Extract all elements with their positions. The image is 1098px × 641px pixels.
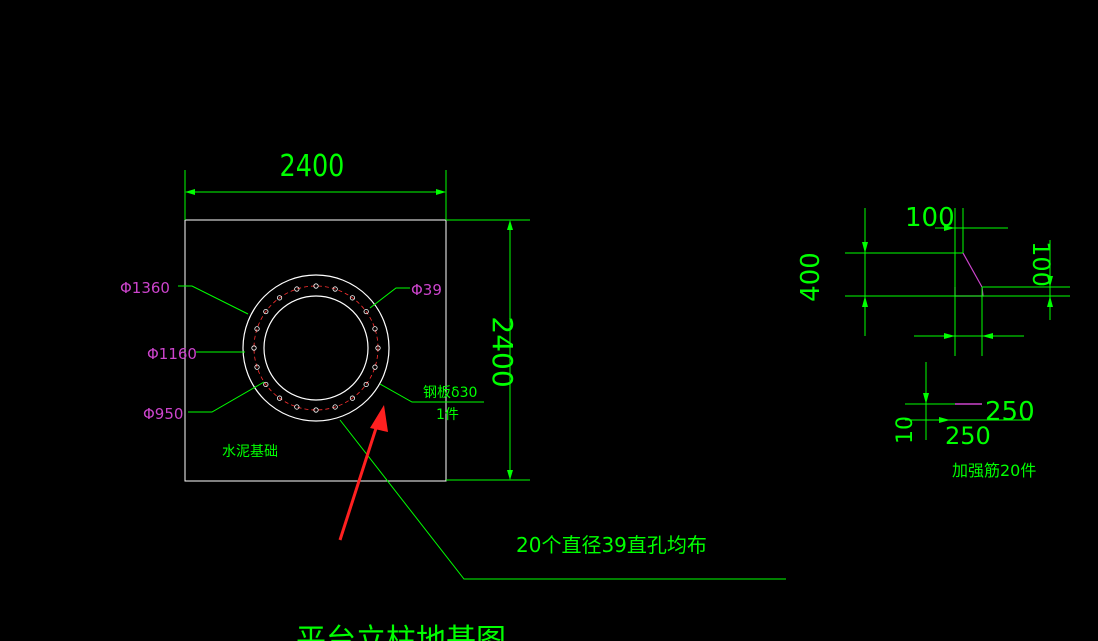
plan-view: 2400 2400 Φ1360 Φ1160 Φ950 Φ39 钢板δ30 1件 … [120, 148, 786, 641]
dim400-text: 400 [796, 252, 826, 302]
bolt-hole [349, 395, 356, 401]
label-1160: Φ1160 [147, 345, 197, 363]
leader-holes [339, 419, 786, 580]
bottom-title: 平台立柱地基图 [296, 623, 506, 641]
rib-profile-slope [954, 252, 984, 297]
bolt-hole [375, 345, 381, 351]
inner-circle-950 [263, 295, 369, 401]
outer-circle-1360 [242, 274, 390, 422]
dim250b-text: 250 [985, 397, 1035, 427]
height-dim-text: 2400 [486, 316, 519, 387]
label-39: Φ39 [411, 281, 442, 299]
plate-detail-arrow [923, 393, 929, 404]
bolt-hole [276, 295, 283, 301]
rib-bottom-arrow-right [982, 333, 993, 339]
bolt-hole [372, 364, 378, 370]
dim250a-text: 250 [945, 422, 991, 450]
leader-plate [379, 383, 484, 403]
rib-label: 加强筋20件 [952, 461, 1036, 480]
foundation-label: 水泥基础 [222, 443, 278, 460]
dim100-right-arrow-bottom [1047, 296, 1053, 307]
label-950: Φ950 [143, 405, 183, 423]
bolt-hole [263, 381, 269, 388]
plate-label: 钢板δ30 [423, 385, 477, 401]
plate-detail-arrow-2 [939, 417, 950, 423]
rib-bottom-arrow-left [944, 333, 955, 339]
holes-label: 20个直径39直孔均布 [516, 533, 707, 557]
bolt-hole [313, 407, 319, 413]
bolt-hole [372, 326, 378, 332]
dim100-right-text: 100 [1027, 241, 1055, 287]
bolt-hole [254, 326, 260, 332]
width-dim-text: 2400 [280, 148, 345, 184]
bolt-hole [251, 345, 257, 351]
bolt-hole [313, 283, 319, 289]
dim100-top-arrow [944, 225, 955, 231]
bolt-hole [332, 286, 338, 292]
foundation-outline [184, 219, 447, 482]
dim100-right-arrow-top [1047, 276, 1053, 287]
rib-detail: 100 400 100 10 250 250 加强筋20件 [796, 203, 1070, 480]
bolt-hole [294, 286, 300, 292]
leader-39 [369, 287, 410, 309]
dim400-arrow-bottom [862, 296, 868, 307]
dim400-arrow-top [862, 242, 868, 253]
bolt-hole [349, 295, 356, 301]
leader-950 [188, 381, 265, 413]
dim10-text: 10 [893, 416, 918, 444]
annotation-arrow-shaft [338, 421, 380, 541]
bolt-hole [254, 364, 260, 370]
leader-1360 [178, 285, 249, 315]
bolt-holes [251, 283, 381, 413]
dim100-top-text: 100 [905, 203, 955, 233]
plate-qty: 1件 [436, 407, 459, 423]
bolt-hole [276, 395, 283, 401]
bolt-circle-1160 [253, 285, 379, 411]
bolt-hole [263, 308, 269, 315]
bolt-hole [363, 308, 369, 315]
bolt-hole [363, 381, 369, 388]
bolt-hole [332, 404, 338, 410]
bolt-hole [294, 404, 300, 410]
label-1360: Φ1360 [120, 279, 170, 297]
annotation-arrow-icon [370, 405, 388, 432]
